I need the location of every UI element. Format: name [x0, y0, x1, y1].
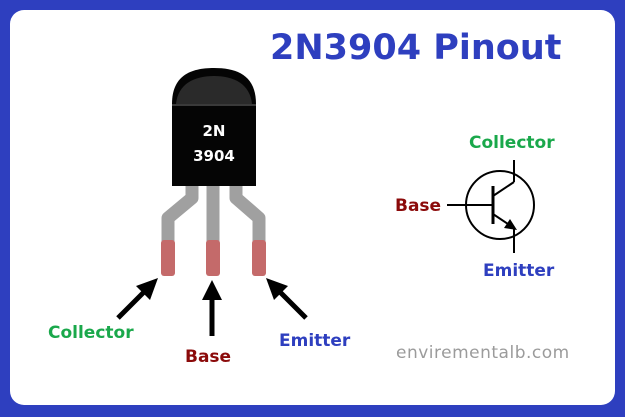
diagram-card: [10, 10, 615, 405]
collector-lead-tip: [161, 240, 175, 276]
emitter-pin-label: Emitter: [279, 331, 351, 351]
emitter-lead-tip: [252, 240, 266, 276]
symbol-collector-label: Collector: [469, 133, 555, 153]
page-title: 2N3904 Pinout: [270, 28, 562, 68]
package-marking-line1: 2N: [202, 122, 226, 140]
watermark-text: envirementalb.com: [396, 343, 570, 363]
pin-arrows: [116, 278, 308, 336]
collector-arrow-head: [136, 278, 158, 300]
collector-pin-label: Collector: [48, 323, 134, 343]
collector-arrow-shaft: [116, 288, 148, 320]
base-arrow-head: [202, 280, 222, 300]
transistor-leads: [161, 180, 266, 276]
base-lead-tip: [206, 240, 220, 276]
emitter-arrow-head: [266, 278, 288, 300]
npn-symbol: [447, 160, 535, 253]
symbol-base-label: Base: [395, 196, 442, 216]
symbol-emitter-label: Emitter: [483, 261, 555, 281]
symbol-collector-line: [492, 181, 515, 197]
package-marking-line2: 3904: [193, 147, 235, 165]
package-top-highlight: [176, 76, 252, 104]
emitter-arrow-shaft: [276, 288, 308, 320]
symbol-emitter-arrow: [504, 219, 517, 230]
emitter-lead: [229, 180, 266, 242]
base-pin-label: Base: [185, 347, 232, 367]
collector-lead: [161, 180, 199, 242]
